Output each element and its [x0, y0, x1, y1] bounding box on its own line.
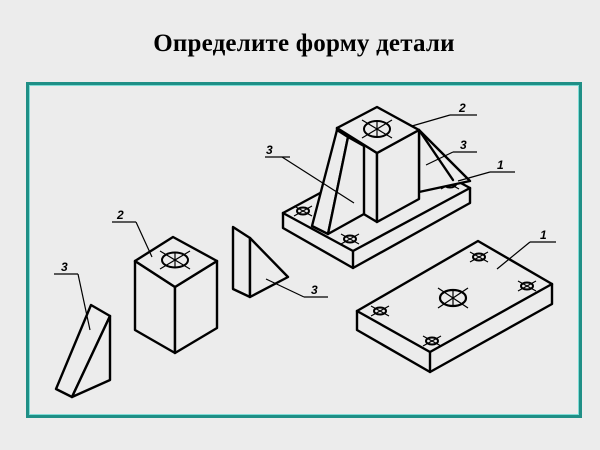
hole-icon — [370, 305, 390, 317]
label-3: 3 — [460, 138, 467, 152]
assembly-drawing: 2 3 3 1 — [265, 101, 515, 270]
part-cube: 2 — [112, 208, 219, 355]
hole-icon — [340, 233, 360, 245]
part-plate: 1 — [355, 228, 556, 374]
part-rib-left: 3 — [54, 260, 112, 399]
hole-icon — [517, 280, 537, 292]
label-2: 2 — [458, 101, 466, 115]
label-1: 1 — [540, 228, 547, 242]
center-hole-icon — [159, 250, 191, 270]
page-title: Определите форму детали — [153, 30, 455, 57]
hole-icon — [422, 335, 442, 347]
label-1: 1 — [497, 158, 504, 172]
center-hole-icon — [437, 287, 469, 309]
part-rib-middle: 3 — [231, 225, 328, 299]
label-3: 3 — [266, 143, 273, 157]
hole-icon — [469, 251, 489, 263]
label-2: 2 — [116, 208, 124, 222]
hole-icon — [293, 205, 313, 217]
label-3: 3 — [311, 283, 318, 297]
center-hole-icon — [361, 119, 393, 139]
label-3: 3 — [61, 260, 68, 274]
assembly-rib-left — [310, 128, 366, 236]
drawing-frame — [26, 82, 582, 418]
